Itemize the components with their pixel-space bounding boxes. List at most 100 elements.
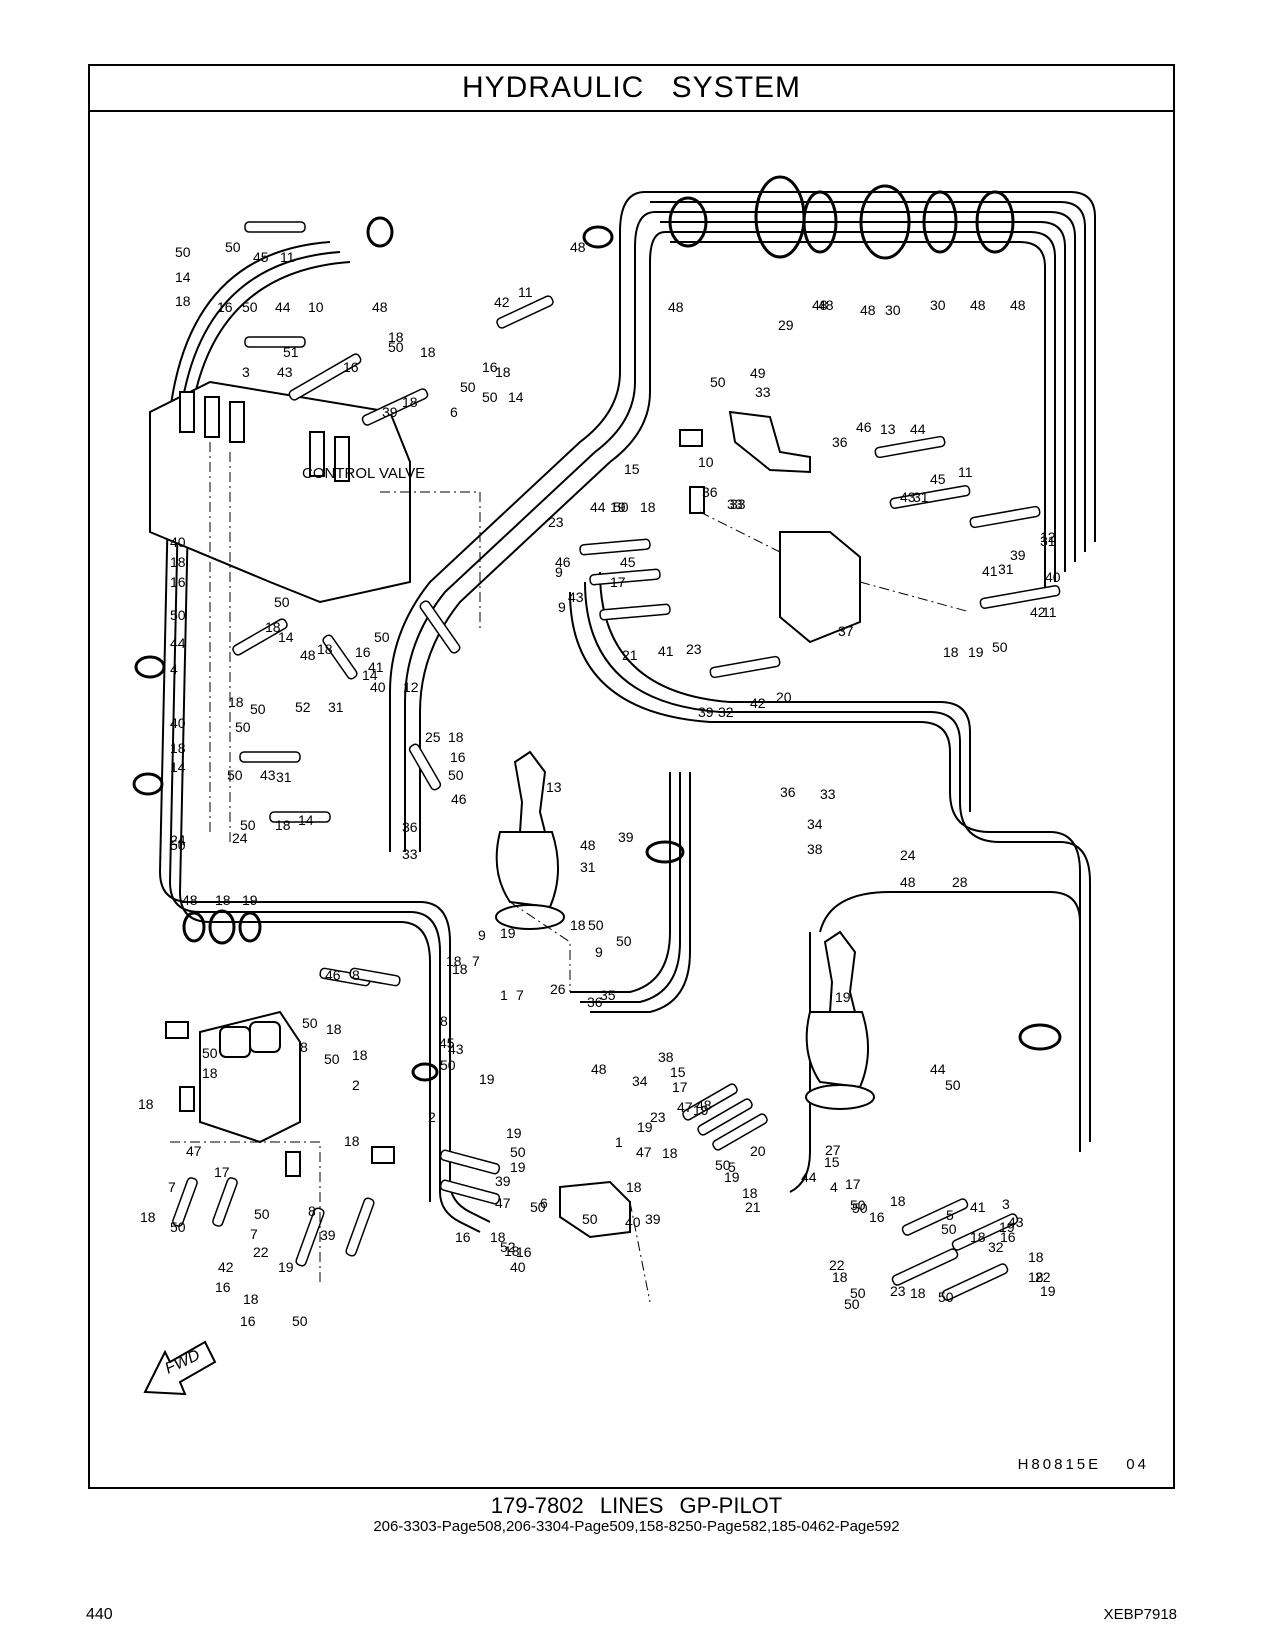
part-callout: 8 bbox=[300, 1039, 308, 1055]
part-callout: 49 bbox=[750, 365, 766, 381]
hose-assembly bbox=[891, 1248, 959, 1286]
part-callout: 50 bbox=[588, 917, 604, 933]
part-callout: 11 bbox=[518, 284, 533, 300]
clamp-icon bbox=[411, 1062, 439, 1082]
caption-title: 179-7802 LINES GP-PILOT bbox=[490, 1493, 783, 1518]
part-callout: 48 bbox=[668, 299, 684, 315]
part-callout: 9 bbox=[558, 599, 566, 615]
clamp-icon bbox=[668, 196, 708, 248]
part-callout: 29 bbox=[778, 317, 794, 333]
clamp-icon bbox=[182, 911, 206, 943]
part-callout: 10 bbox=[308, 299, 324, 315]
part-callout: 16 bbox=[1000, 1229, 1016, 1245]
part-callout: 18 bbox=[170, 740, 186, 756]
part-callout: 39 bbox=[495, 1173, 511, 1189]
figure-code: H80815E 04 bbox=[1017, 1456, 1149, 1473]
hose-assembly bbox=[697, 1098, 753, 1136]
part-callout: 37 bbox=[838, 623, 854, 639]
part-callout: 52 bbox=[500, 1239, 516, 1255]
part-callout: 13 bbox=[546, 779, 562, 795]
part-callout: 18 bbox=[275, 817, 291, 833]
part-callout: 19 bbox=[724, 1169, 740, 1185]
part-callout: 36 bbox=[780, 784, 796, 800]
part-callout: 19 bbox=[278, 1259, 294, 1275]
hose-line bbox=[584, 581, 1091, 1142]
part-callout: 14 bbox=[508, 389, 524, 405]
part-callout: 18 bbox=[890, 1193, 906, 1209]
part-callout: 43 bbox=[277, 364, 293, 380]
part-callout: 18 bbox=[215, 892, 231, 908]
manifold-block bbox=[779, 531, 861, 644]
part-callout: 36 bbox=[587, 994, 603, 1010]
hose-clamps bbox=[132, 175, 1062, 1082]
part-callout: 44 bbox=[275, 299, 291, 315]
hose-line bbox=[645, 191, 1096, 542]
part-callout: 41 bbox=[658, 643, 674, 659]
part-callout: 6 bbox=[540, 1195, 548, 1211]
part-callout: 14 bbox=[278, 629, 294, 645]
part-callout: 16 bbox=[482, 359, 498, 375]
hose-assembly bbox=[239, 751, 301, 763]
hose-assembly bbox=[941, 1263, 1009, 1301]
part-callout: 18 bbox=[344, 1133, 360, 1149]
part-callout: 46 bbox=[451, 791, 467, 807]
part-callout: 39 bbox=[382, 404, 398, 420]
part-callout: 18 bbox=[626, 1179, 642, 1195]
part-callout: 48 bbox=[580, 837, 596, 853]
hose-assembly bbox=[682, 1083, 738, 1121]
part-callout: 48 bbox=[696, 1097, 712, 1113]
clamp-icon bbox=[859, 184, 911, 260]
part-callout: 16 bbox=[170, 574, 186, 590]
part-callout: 32 bbox=[988, 1239, 1004, 1255]
part-callout: 41 bbox=[982, 563, 998, 579]
part-callout: 48 bbox=[182, 892, 198, 908]
part-callout: 18 bbox=[352, 1047, 368, 1063]
part-callout: 19 bbox=[479, 1071, 495, 1087]
part-callout: 14 bbox=[170, 759, 186, 775]
part-callout: 48 bbox=[1010, 297, 1026, 313]
hose-line bbox=[655, 211, 1076, 562]
part-callout: 50 bbox=[938, 1289, 954, 1305]
part-callout: 24 bbox=[232, 830, 248, 846]
part-callout: 4 bbox=[170, 661, 178, 677]
hose-assembly bbox=[496, 295, 554, 329]
hose-assembly bbox=[345, 1197, 375, 1257]
hose-assembly bbox=[361, 388, 429, 426]
part-callout: 23 bbox=[548, 514, 564, 530]
part-callout: 1 bbox=[500, 987, 508, 1003]
part-callout: 20 bbox=[776, 689, 792, 705]
part-callout: 43 bbox=[900, 489, 916, 505]
part-callout: 14 bbox=[298, 812, 314, 828]
part-callout: 50 bbox=[374, 629, 390, 645]
part-callout: 40 bbox=[170, 715, 186, 731]
part-callout: 19 bbox=[506, 1125, 522, 1141]
hose-assemblies bbox=[172, 221, 1061, 1301]
part-callout: 16 bbox=[455, 1229, 471, 1245]
part-callout: 19 bbox=[835, 989, 851, 1005]
part-callout: 18 bbox=[504, 1243, 520, 1259]
control-valve-label: CONTROL VALVE bbox=[302, 465, 425, 482]
part-callout: 16 bbox=[869, 1209, 885, 1225]
document-code: XEBP7918 bbox=[1103, 1606, 1177, 1623]
left-joystick-handle bbox=[513, 750, 547, 833]
part-callout: 50 bbox=[992, 639, 1008, 655]
page-number: 440 bbox=[86, 1606, 113, 1623]
part-callout: 50 bbox=[170, 607, 186, 623]
right-joystick-boot bbox=[805, 1011, 870, 1089]
part-callout: 18 bbox=[495, 364, 511, 380]
hose-assembly bbox=[244, 221, 306, 233]
hose-assembly bbox=[969, 505, 1041, 529]
clamp-icon bbox=[754, 175, 806, 259]
part-callout: 40 bbox=[510, 1259, 526, 1275]
part-callout: 46 bbox=[325, 967, 341, 983]
part-callout: 33 bbox=[727, 496, 743, 512]
part-callout: 44 bbox=[910, 421, 926, 437]
mounting-bracket bbox=[728, 410, 811, 474]
part-callout: 50 bbox=[274, 594, 290, 610]
part-callout: 31 bbox=[580, 859, 596, 875]
hose-line bbox=[660, 221, 1066, 572]
right-joystick-handle bbox=[823, 930, 857, 1013]
connector bbox=[679, 429, 703, 447]
part-callout: 19 bbox=[242, 892, 258, 908]
